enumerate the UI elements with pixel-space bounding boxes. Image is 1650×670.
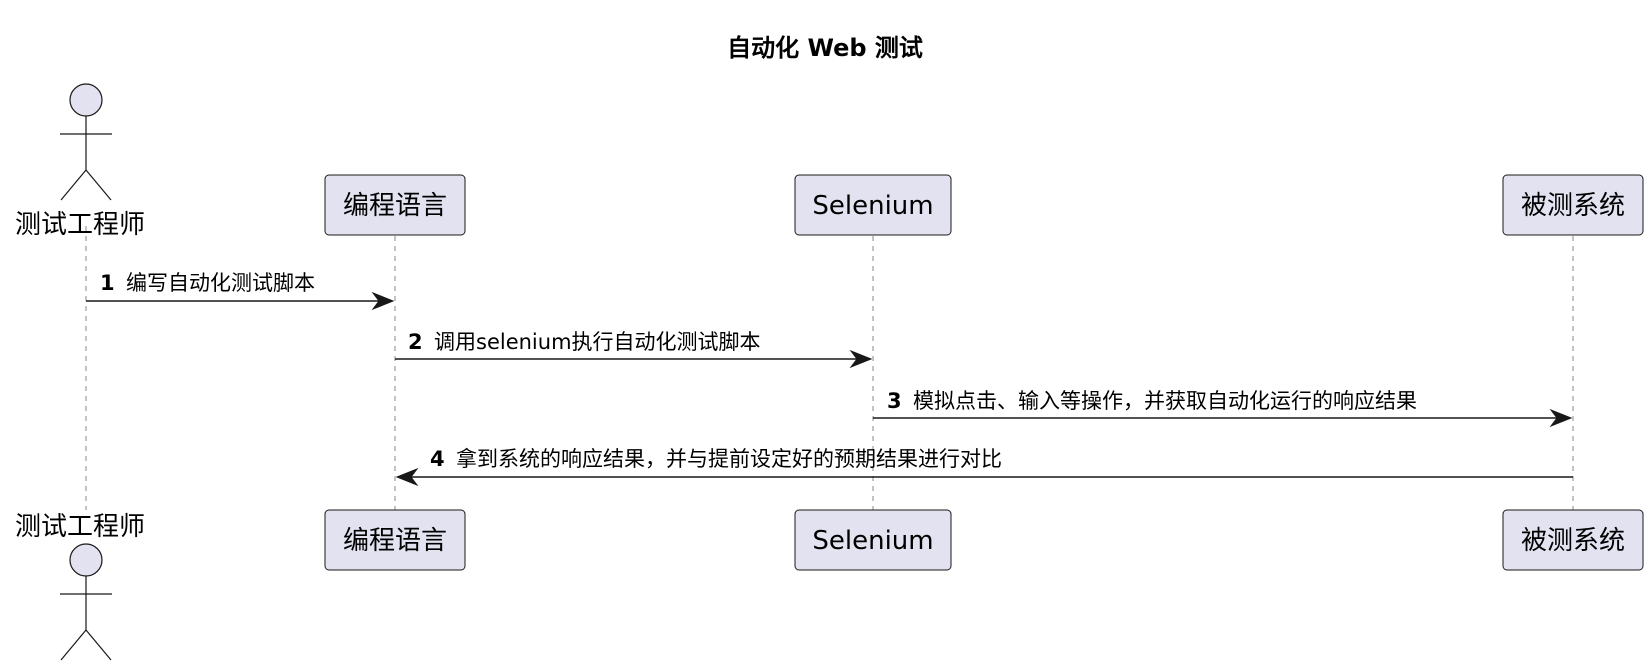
- actor-leg-right: [85, 629, 112, 661]
- message-text: 拿到系统的响应结果，并与提前设定好的预期结果进行对比: [456, 447, 1002, 471]
- actor-leg-right: [85, 169, 112, 201]
- message-1: 1 编写自动化测试脚本: [86, 271, 395, 311]
- arrowhead-icon: [849, 349, 873, 369]
- message-number: 2: [408, 330, 423, 354]
- svg-text:被测系统: 被测系统: [1521, 191, 1625, 221]
- participant-selenium-top: Selenium: [794, 174, 952, 236]
- message-3: 3 模拟点击、输入等操作，并获取自动化运行的响应结果: [873, 389, 1573, 428]
- arrowhead-icon: [371, 291, 395, 311]
- svg-text:编程语言: 编程语言: [343, 526, 447, 556]
- participant-sut-top: 被测系统: [1502, 174, 1644, 236]
- participant-selenium-bottom: Selenium: [794, 509, 952, 571]
- svg-text:被测系统: 被测系统: [1521, 526, 1625, 556]
- actor-leg-left: [60, 629, 87, 661]
- actor-head: [69, 83, 103, 117]
- diagram-title: 自动化 Web 测试: [727, 34, 923, 62]
- actor-leg-left: [60, 169, 87, 201]
- message-4: 4 拿到系统的响应结果，并与提前设定好的预期结果进行对比: [395, 447, 1573, 487]
- participant-sut-bottom: 被测系统: [1502, 509, 1644, 571]
- message-text: 调用selenium执行自动化测试脚本: [434, 330, 761, 354]
- actor-tester-bottom: [60, 543, 112, 661]
- participant-lang-bottom: 编程语言: [324, 509, 466, 571]
- actor-head: [69, 543, 103, 577]
- svg-text:Selenium: Selenium: [812, 191, 933, 221]
- message-text: 编写自动化测试脚本: [126, 271, 315, 295]
- actor-tester-top: [60, 83, 112, 201]
- message-2: 2 调用selenium执行自动化测试脚本: [395, 330, 873, 369]
- message-text: 模拟点击、输入等操作，并获取自动化运行的响应结果: [913, 389, 1417, 413]
- arrowhead-icon: [1549, 408, 1573, 428]
- participant-label-tester-bottom: 测试工程师: [15, 512, 145, 542]
- participant-label-tester-top: 测试工程师: [15, 210, 145, 240]
- svg-text:编程语言: 编程语言: [343, 191, 447, 221]
- message-number: 3: [887, 389, 902, 413]
- participant-lang-top: 编程语言: [324, 174, 466, 236]
- message-number: 1: [100, 271, 115, 295]
- svg-text:Selenium: Selenium: [812, 526, 933, 556]
- arrowhead-icon: [395, 467, 419, 487]
- message-number: 4: [430, 447, 445, 471]
